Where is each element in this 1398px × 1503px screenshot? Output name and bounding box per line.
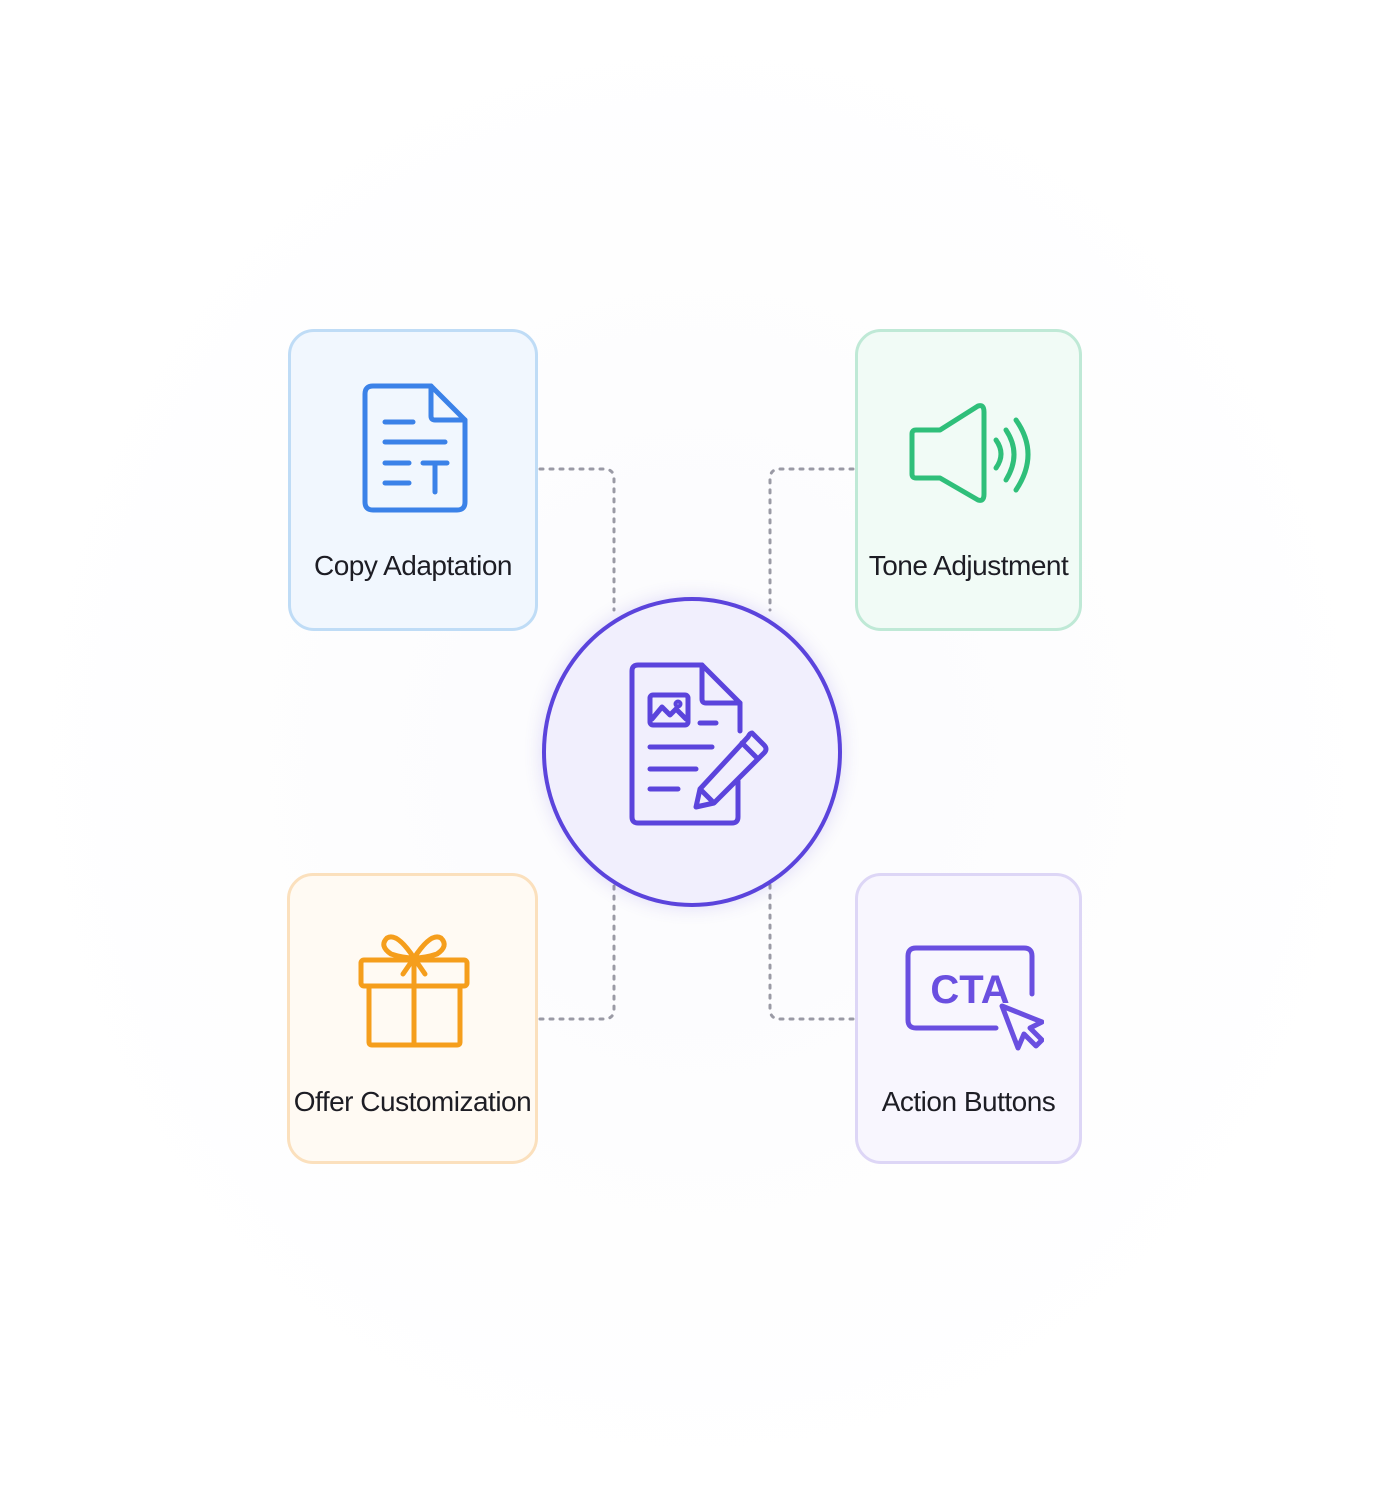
tone-adjustment-card[interactable]: Tone Adjustment — [855, 329, 1082, 631]
connector-copy — [538, 467, 616, 612]
tone-adjustment-label: Tone Adjustment — [868, 550, 1069, 581]
cta-text: CTA — [930, 968, 1009, 1012]
document-edit-icon — [628, 661, 778, 836]
action-buttons-label: Action Buttons — [881, 1086, 1056, 1117]
central-hub[interactable] — [542, 597, 842, 907]
connector-offer — [538, 883, 616, 1021]
speaker-icon — [908, 402, 1038, 513]
document-text-icon — [361, 382, 471, 522]
gift-icon — [357, 928, 472, 1053]
offer-customization-card[interactable]: Offer Customization — [287, 873, 538, 1164]
offer-customization-label: Offer Customization — [293, 1086, 532, 1117]
connector-group — [538, 467, 855, 1021]
copy-adaptation-label: Copy Adaptation — [314, 550, 513, 581]
copy-adaptation-card[interactable]: Copy Adaptation — [288, 329, 538, 631]
connector-tone — [768, 467, 855, 612]
cta-cursor-icon: CTA — [904, 944, 1045, 1059]
action-buttons-card[interactable]: CTA Action Buttons — [855, 873, 1082, 1164]
connector-action — [768, 883, 855, 1021]
